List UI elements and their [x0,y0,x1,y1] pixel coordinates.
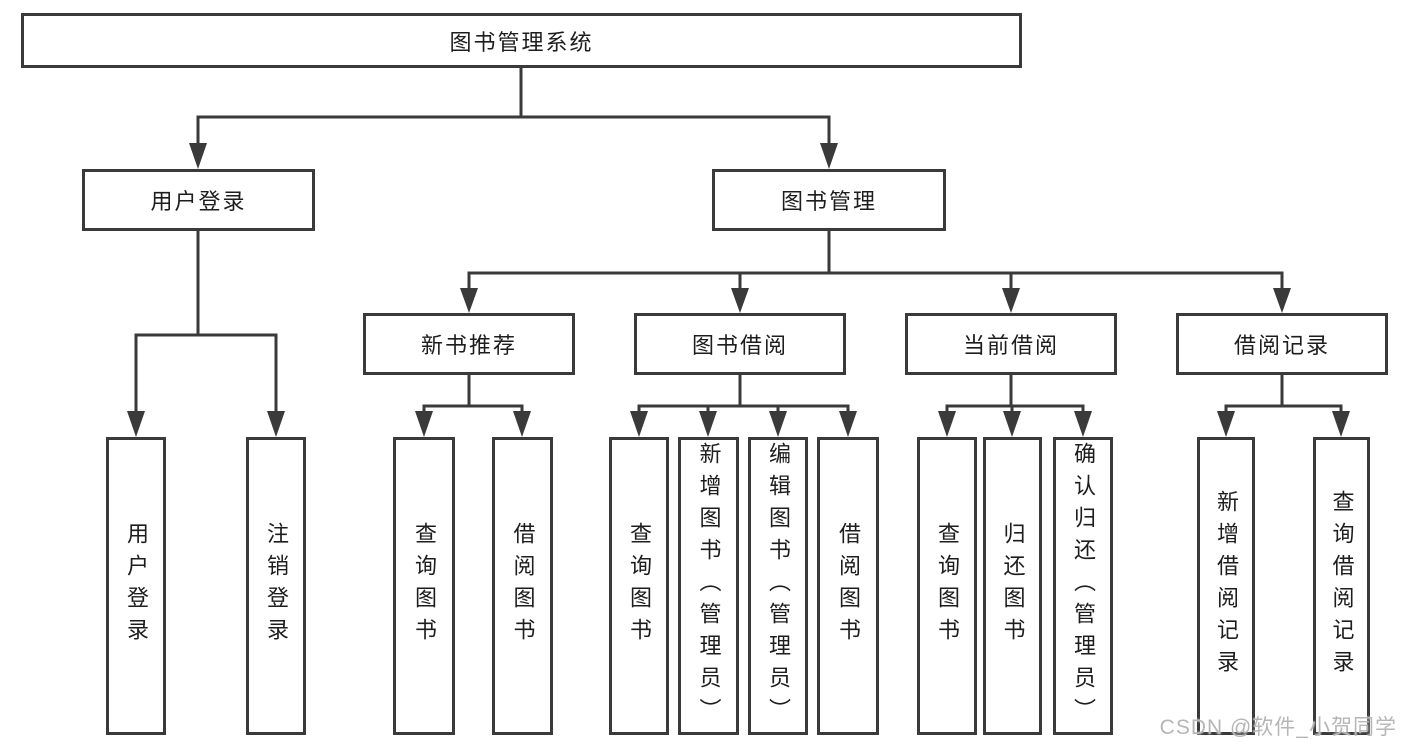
node-borrow-records-label: 借阅记录 [1233,333,1330,358]
leaf-edit-book-admin: 编辑图书（管理员） [748,437,808,735]
node-current-borrow: 当前借阅 [905,313,1117,375]
connector-bookmgmt-to-level3 [460,231,1291,313]
node-new-book-recommend: 新书推荐 [363,313,575,375]
node-book-borrow-label: 图书借阅 [691,333,788,358]
node-user-login-label: 用户登录 [150,189,247,214]
connector-userlogin-to-leaves [127,231,285,437]
arrowhead [1003,411,1021,437]
leaf-return-book: 归还图书 [983,437,1042,735]
leaf-logout-label: 注销登录 [264,522,289,650]
leaf-add-book-admin-label: 新增图书（管理员） [696,442,722,730]
csdn-watermark: CSDN @软件_小贺同学 [1159,716,1397,739]
node-root-label: 图书管理系统 [449,29,594,55]
arrowhead [938,411,956,437]
leaf-return-book-label: 归还图书 [1000,522,1026,650]
leaf-confirm-return-admin: 确认归还（管理员） [1053,437,1113,735]
leaf-borrow-book-recommend: 借阅图书 [492,437,553,735]
node-user-login: 用户登录 [82,169,315,231]
arrowhead [513,411,531,437]
leaf-logout: 注销登录 [246,437,306,735]
arrowhead [267,411,285,437]
leaf-query-book-recommend-label: 查询图书 [412,522,437,650]
leaf-borrow-book-2: 借阅图书 [817,437,879,735]
arrowhead [1332,411,1350,437]
arrowhead [415,411,433,437]
leaf-confirm-return-admin-label: 确认归还（管理员） [1071,442,1096,730]
node-new-book-recommend-label: 新书推荐 [420,333,517,358]
node-current-borrow-label: 当前借阅 [962,333,1059,358]
leaf-query-book-borrow-label: 查询图书 [627,522,652,650]
arrowhead [1273,288,1291,313]
connector-root-to-level2 [189,68,838,169]
leaf-add-book-admin: 新增图书（管理员） [678,437,739,735]
arrowhead [1002,288,1020,313]
leaf-query-borrow-record-label: 查询借阅记录 [1329,490,1355,682]
connector-borrowrecords-to-leaves [1217,375,1350,437]
leaf-borrow-book-recommend-label: 借阅图书 [510,522,536,650]
node-book-borrow: 图书借阅 [634,313,846,375]
leaf-add-borrow-record: 新增借阅记录 [1197,437,1255,735]
leaf-borrow-book-2-label: 借阅图书 [836,522,861,650]
arrowhead [189,143,207,169]
arrowhead [769,411,787,437]
arrowhead [820,143,838,169]
leaf-query-book-current: 查询图书 [917,437,977,735]
leaf-add-borrow-record-label: 新增借阅记录 [1214,490,1239,682]
arrowhead [630,411,648,437]
arrowhead [731,288,749,313]
node-book-management-label: 图书管理 [780,189,877,214]
leaf-query-borrow-record: 查询借阅记录 [1313,437,1370,735]
connector-bookborrow-to-leaves [630,375,857,437]
node-book-management: 图书管理 [712,169,946,231]
arrowhead [839,411,857,437]
leaf-query-book-borrow: 查询图书 [609,437,669,735]
arrowhead [127,411,145,437]
leaf-user-login: 用户登录 [106,437,166,735]
leaf-query-book-current-label: 查询图书 [935,522,960,650]
leaf-query-book-recommend: 查询图书 [393,437,455,735]
connector-newbook-to-leaves [415,375,531,437]
leaf-edit-book-admin-label: 编辑图书（管理员） [766,442,791,730]
connector-currentborrow-to-leaves [938,375,1092,437]
node-borrow-records: 借阅记录 [1176,313,1388,375]
node-root: 图书管理系统 [21,13,1022,68]
arrowhead [1217,411,1235,437]
arrowhead [1074,411,1092,437]
leaf-user-login-label: 用户登录 [124,522,149,650]
arrowhead [460,288,478,313]
arrowhead [699,411,717,437]
